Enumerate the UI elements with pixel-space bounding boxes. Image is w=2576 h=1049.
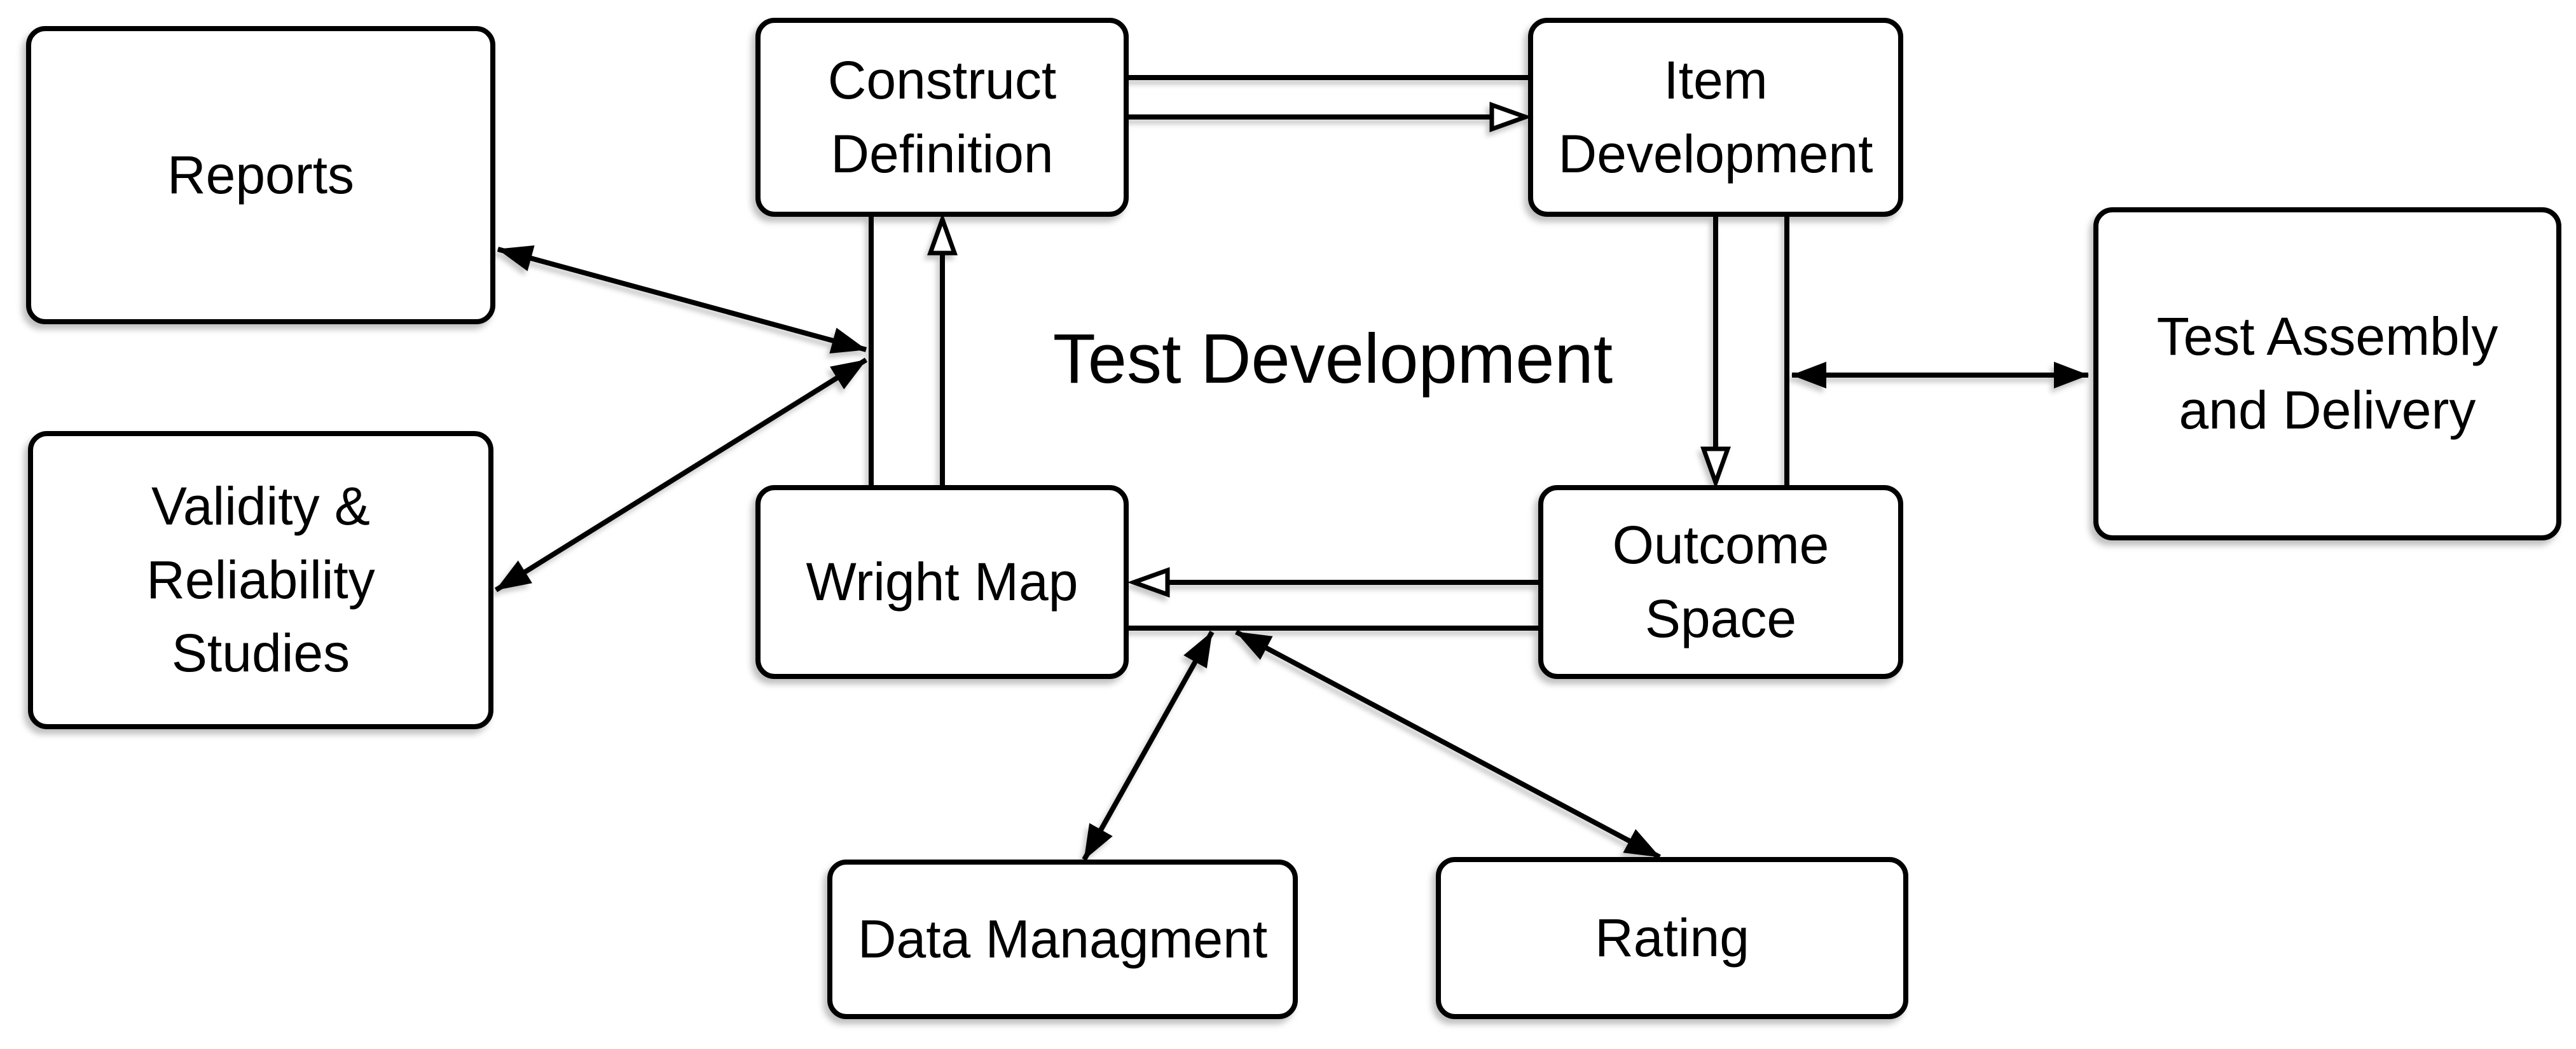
- edge-cycle-datamanagement-double-arrow: [1082, 631, 1215, 861]
- node-item-label: Item Development: [1558, 50, 1873, 184]
- node-validity-reliability-studies: Validity & Reliability Studies: [28, 431, 493, 729]
- node-data-management-label: Data Managment: [857, 908, 1268, 969]
- edge-reports-cycle-double-arrow: [497, 245, 867, 354]
- edge-validity-cycle-double-arrow: [494, 357, 868, 593]
- node-wright-map: Wright Map: [755, 485, 1129, 679]
- node-test-assembly-delivery: Test Assembly and Delivery: [2093, 207, 2561, 540]
- node-construct-label: Construct Definition: [827, 50, 1057, 184]
- node-rating-label: Rating: [1595, 907, 1749, 968]
- diagram-title: Test Development: [1052, 320, 1613, 398]
- node-data-management: Data Managment: [827, 860, 1298, 1019]
- node-reports-label: Reports: [167, 144, 355, 205]
- node-validity-label: Validity & Reliability Studies: [146, 476, 375, 683]
- node-rating: Rating: [1436, 857, 1908, 1019]
- node-construct-definition: Construct Definition: [755, 18, 1129, 217]
- node-assembly-label: Test Assembly and Delivery: [2156, 306, 2498, 440]
- node-outcome-space: Outcome Space: [1538, 485, 1903, 679]
- node-item-development: Item Development: [1528, 18, 1903, 217]
- node-reports: Reports: [26, 26, 495, 324]
- edge-cycle-rating-double-arrow: [1235, 629, 1661, 860]
- node-outcome-label: Outcome Space: [1612, 514, 1829, 648]
- node-wright-label: Wright Map: [806, 551, 1078, 612]
